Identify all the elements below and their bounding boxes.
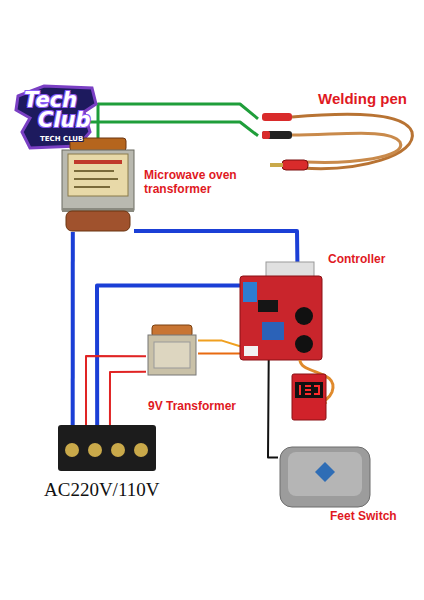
terminal-block bbox=[58, 425, 156, 471]
wire bbox=[71, 232, 75, 425]
controller-board: Controller bbox=[240, 262, 322, 360]
foot-switch-pedal bbox=[288, 452, 362, 496]
sticker-stripe bbox=[74, 160, 122, 164]
welding-pen: Welding pen bbox=[258, 112, 420, 180]
wire bbox=[268, 360, 278, 457]
transformer-label bbox=[154, 342, 190, 368]
led-segment bbox=[305, 385, 311, 387]
component-label: Welding pen bbox=[318, 90, 424, 107]
relay bbox=[262, 322, 284, 340]
brand-logo bbox=[315, 462, 335, 482]
led-segment bbox=[299, 385, 301, 395]
led-segment bbox=[305, 393, 311, 395]
foot-switch: Feet Switch bbox=[278, 445, 370, 507]
sticker-line bbox=[74, 186, 110, 188]
terminal-screw bbox=[65, 443, 79, 457]
terminal-connector bbox=[243, 282, 257, 302]
knob bbox=[295, 335, 313, 353]
watermark-text: Tech bbox=[24, 90, 77, 111]
control-transformer: 9V Transformer bbox=[146, 325, 198, 377]
terminal-block: AC220V/110V bbox=[58, 425, 156, 471]
pen-plug bbox=[262, 131, 292, 139]
microwave-transformer: Microwave oven transformer bbox=[62, 138, 134, 232]
sticker-line bbox=[74, 170, 114, 172]
pen-cable bbox=[292, 133, 401, 162]
warning-sticker bbox=[68, 154, 128, 196]
component-label: Feet Switch bbox=[330, 509, 420, 523]
component-label: Microwave oven transformer bbox=[144, 168, 252, 196]
pen-cable bbox=[292, 114, 412, 168]
pen-plug-tip bbox=[262, 131, 270, 139]
chip bbox=[258, 300, 278, 312]
connector bbox=[244, 346, 258, 356]
led-segment bbox=[305, 389, 311, 391]
sticker-line bbox=[74, 178, 118, 180]
controller-board bbox=[240, 276, 322, 360]
knob bbox=[295, 307, 313, 325]
transformer-core bbox=[62, 150, 134, 210]
terminal-screw bbox=[134, 443, 148, 457]
wire bbox=[198, 341, 240, 347]
wire bbox=[76, 122, 258, 138]
transformer-core bbox=[148, 335, 196, 375]
component-label: AC220V/110V bbox=[44, 479, 204, 501]
transformer-coil bbox=[66, 211, 130, 231]
component-label: Controller bbox=[328, 252, 408, 266]
pen-plug bbox=[262, 113, 292, 121]
display-board bbox=[292, 374, 326, 420]
pen-handle bbox=[282, 160, 308, 170]
wire bbox=[86, 356, 146, 425]
wire bbox=[134, 231, 297, 262]
pen-tip bbox=[270, 163, 283, 167]
component-label: 9V Transformer bbox=[148, 399, 268, 413]
wire bbox=[110, 372, 146, 425]
watermark-text: Club bbox=[38, 110, 91, 131]
terminal-screw bbox=[88, 443, 102, 457]
led-segment bbox=[314, 393, 320, 395]
watermark-text: TECH CLUB bbox=[40, 136, 83, 143]
foot-switch-body bbox=[280, 447, 370, 507]
led-display bbox=[295, 382, 323, 398]
terminal-screw bbox=[111, 443, 125, 457]
